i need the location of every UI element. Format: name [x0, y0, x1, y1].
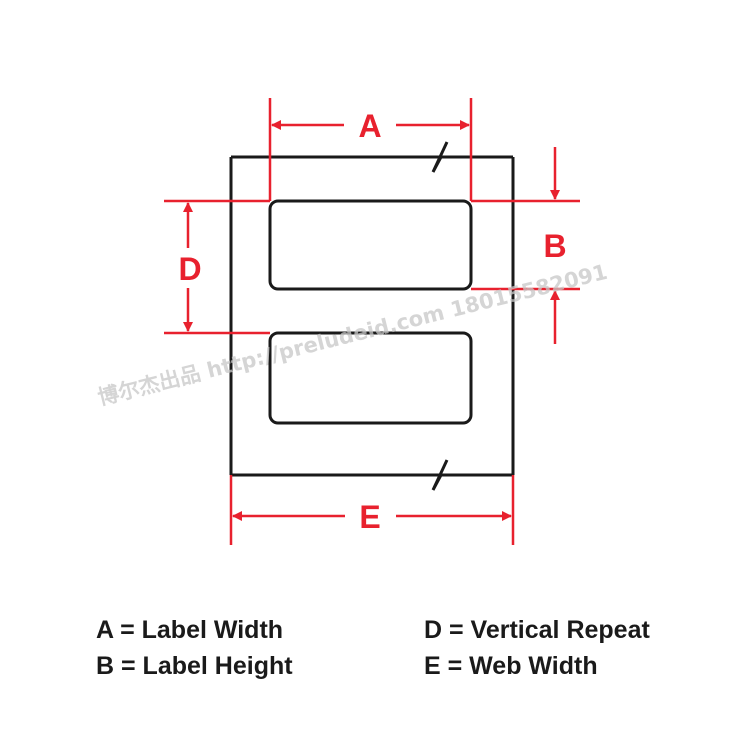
label-bottom	[268, 331, 473, 425]
watermark: 博尔杰出品 http://preludeid.com 18015582091	[95, 260, 609, 410]
dimension-d	[164, 199, 270, 335]
label-top	[268, 199, 473, 291]
dimension-e-letter: E	[359, 499, 380, 535]
legend-vertical-repeat: D = Vertical Repeat	[424, 616, 650, 644]
dimension-d-letter: D	[178, 251, 201, 287]
web-outline	[229, 141, 515, 491]
dimension-b-letter: B	[543, 228, 566, 264]
dimension-legend: A = Label Width B = Label Height D = Ver…	[0, 612, 750, 692]
bottom-break-mark	[231, 459, 513, 491]
legend-web-width: E = Web Width	[424, 652, 598, 680]
top-break-mark	[231, 141, 513, 173]
legend-label-width: A = Label Width	[96, 616, 284, 644]
dimension-a-letter: A	[358, 108, 381, 144]
dimension-a	[268, 98, 473, 201]
dimension-e	[229, 475, 515, 545]
legend-label-height: B = Label Height	[96, 652, 293, 680]
dimension-b	[471, 147, 580, 344]
